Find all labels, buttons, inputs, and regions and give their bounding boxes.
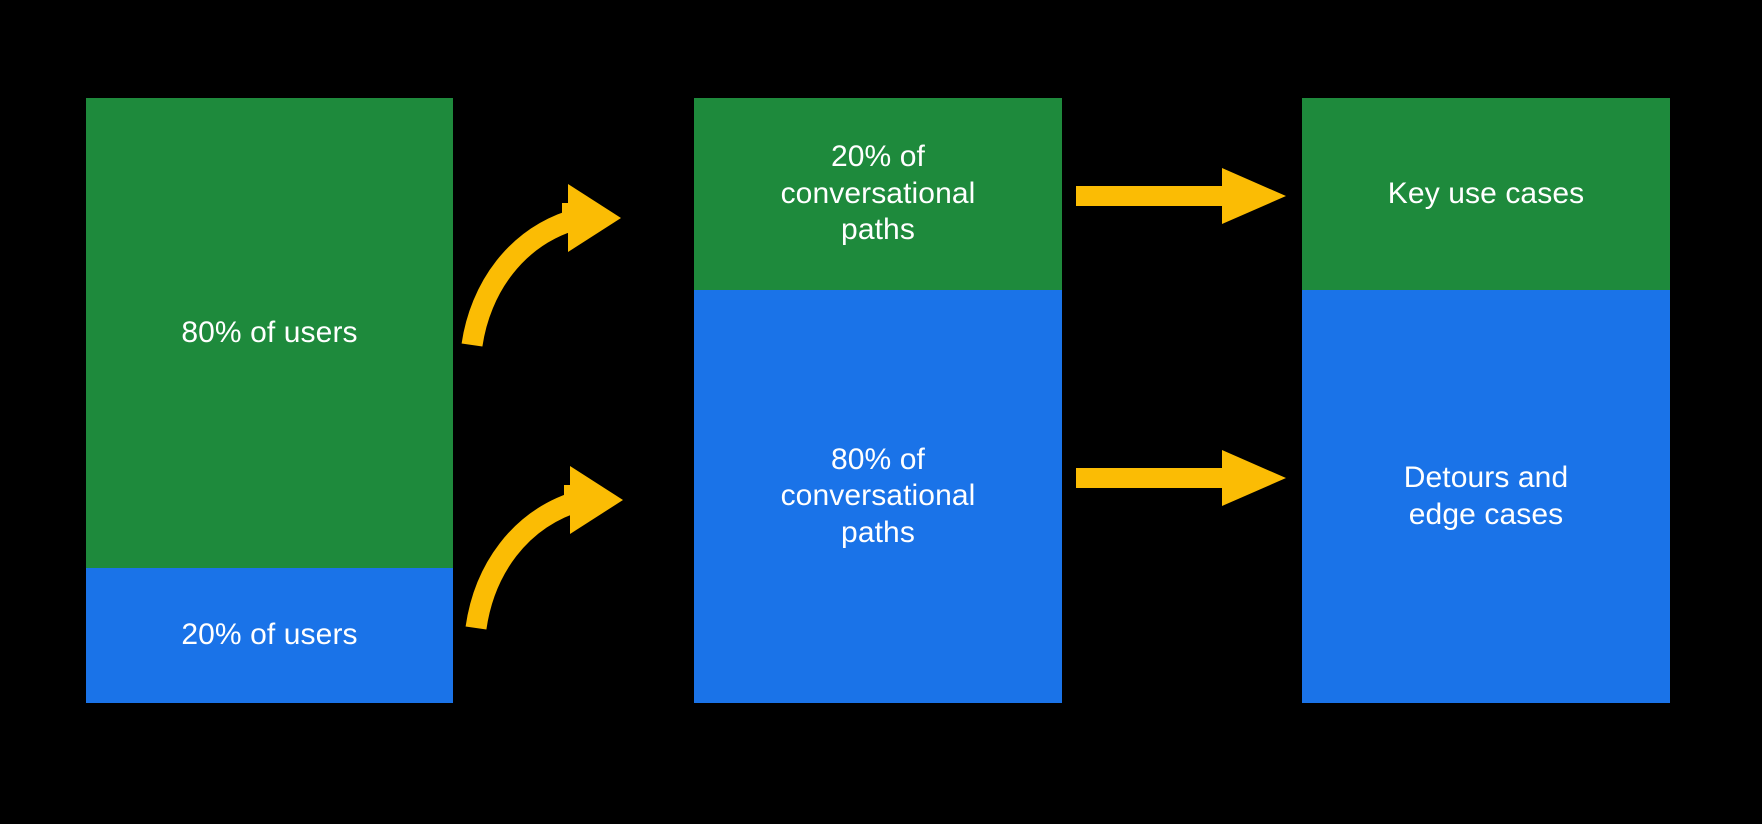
paths-minority-block: 20% of conversational paths xyxy=(694,98,1062,290)
conversational-paths-column: 20% of conversational paths 80% of conve… xyxy=(694,98,1062,703)
detours-edge-cases-label: Detours and edge cases xyxy=(1403,460,1569,531)
users-minority-label: 20% of users xyxy=(181,618,358,652)
straight-arrow-right-bottom-icon xyxy=(1076,450,1286,506)
users-majority-label: 80% of users xyxy=(181,315,358,349)
key-use-cases-label: Key use cases xyxy=(1387,176,1585,210)
paths-majority-label: 80% of conversational paths xyxy=(780,442,976,549)
detours-edge-cases-block: Detours and edge cases xyxy=(1302,290,1670,703)
straight-arrow-right-top-icon xyxy=(1076,168,1286,224)
users-column: 80% of users 20% of users xyxy=(86,98,453,703)
users-minority-block: 20% of users xyxy=(86,568,453,703)
curved-arrow-up-lower-icon xyxy=(465,466,623,630)
users-majority-block: 80% of users xyxy=(86,98,453,568)
use-cases-column: Key use cases Detours and edge cases xyxy=(1302,98,1670,703)
paths-minority-label: 20% of conversational paths xyxy=(780,140,976,247)
key-use-cases-block: Key use cases xyxy=(1302,98,1670,290)
paths-majority-block: 80% of conversational paths xyxy=(694,290,1062,703)
curved-arrow-up-icon xyxy=(461,184,621,347)
